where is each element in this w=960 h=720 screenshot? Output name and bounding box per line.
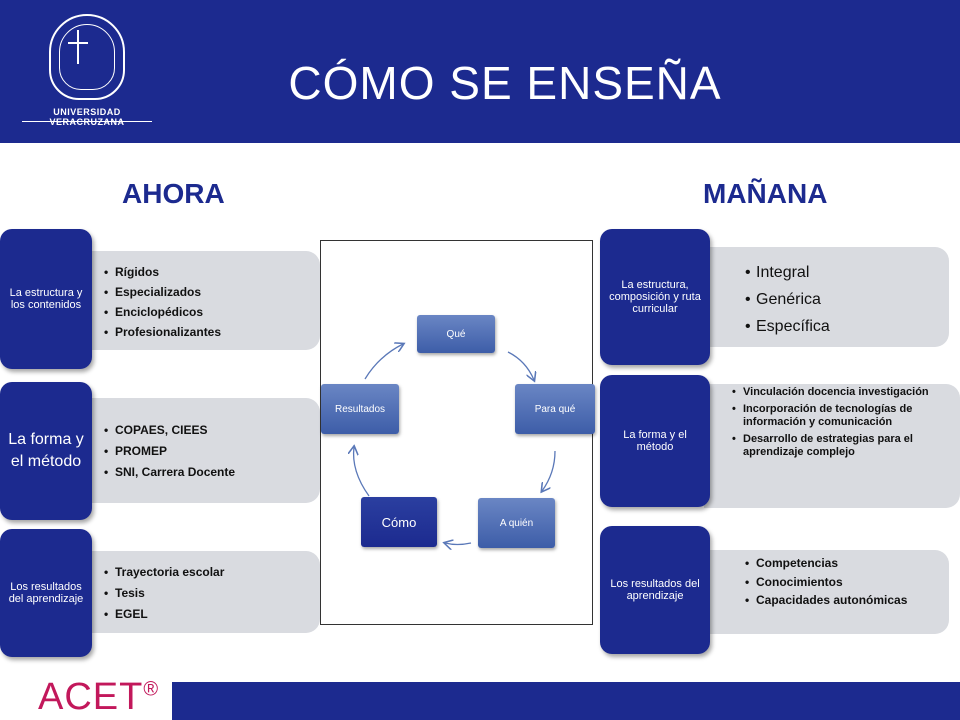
list-item: Vinculación docencia investigación: [732, 386, 932, 399]
right-list-3: Competencias Conocimientos Capacidades a…: [745, 554, 935, 608]
arrow-como-resultados: [354, 447, 370, 497]
list-item: SNI, Carrera Docente: [104, 462, 235, 483]
left-list-1: Rígidos Especializados Enciclopédicos Pr…: [104, 262, 221, 342]
registered-mark: ®: [143, 678, 160, 701]
list-item: Enciclopédicos: [104, 302, 221, 322]
list-item: Específica: [745, 313, 830, 340]
left-tab-3: Los resultados del aprendizaje: [0, 529, 92, 657]
arrow-aquien-como: [445, 543, 472, 545]
right-list-1: Integral Genérica Específica: [745, 259, 830, 340]
left-tab-2: La forma y el método: [0, 382, 92, 520]
list-item: Capacidades autonómicas: [745, 592, 935, 608]
list-item: PROMEP: [104, 441, 235, 462]
right-tab-2: La forma y el método: [600, 375, 710, 507]
university-logo: UNIVERSIDAD VERACRUZANA: [22, 14, 152, 127]
right-tab-3: Los resultados del aprendizaje: [600, 526, 710, 654]
left-list-3: Trayectoria escolar Tesis EGEL: [104, 562, 224, 625]
cycle-node-que: Qué: [417, 315, 495, 353]
cycle-node-a-quien: A quién: [478, 498, 555, 548]
list-item: COPAES, CIEES: [104, 420, 235, 441]
logo-text: UNIVERSIDAD VERACRUZANA: [49, 107, 125, 127]
header-bar: UNIVERSIDAD VERACRUZANA CÓMO SE ENSEÑA: [0, 0, 960, 143]
column-heading-ahora: AHORA: [122, 178, 225, 209]
list-item: Integral: [745, 259, 830, 286]
list-item: Conocimientos: [745, 573, 935, 592]
list-item: Profesionalizantes: [104, 322, 221, 342]
list-item: Trayectoria escolar: [104, 562, 224, 583]
list-item: Rígidos: [104, 262, 221, 282]
arrow-paraque-aquien: [542, 450, 556, 491]
list-item: EGEL: [104, 604, 224, 625]
list-item: Incorporación de tecnologías de informac…: [732, 403, 932, 429]
arrow-que-paraque: [507, 351, 534, 380]
list-item: Genérica: [745, 286, 830, 313]
cycle-arrows: [321, 241, 556, 626]
right-list-2: Vinculación docencia investigación Incor…: [732, 386, 932, 459]
page-title: CÓMO SE ENSEÑA: [288, 57, 722, 109]
list-item: Tesis: [104, 583, 224, 604]
cycle-node-resultados: Resultados: [321, 384, 399, 434]
list-item: Especializados: [104, 282, 221, 302]
right-tab-1: La estructura, composición y ruta curric…: [600, 229, 710, 365]
cycle-node-como: Cómo: [361, 497, 437, 547]
acet-logo: ACET®: [38, 676, 159, 719]
left-list-2: COPAES, CIEES PROMEP SNI, Carrera Docent…: [104, 420, 235, 483]
footer-bar: [172, 682, 960, 720]
cycle-diagram: Qué Para qué A quién Cómo Resultados: [320, 240, 595, 626]
seal-icon: [49, 14, 125, 100]
arrow-resultados-que: [364, 344, 403, 380]
cycle-node-para-que: Para qué: [515, 384, 595, 434]
column-heading-manana: MAÑANA: [703, 178, 828, 209]
list-item: Desarrollo de estrategias para el aprend…: [732, 433, 932, 459]
left-tab-1: La estructura y los contenidos: [0, 229, 92, 369]
list-item: Competencias: [745, 554, 935, 573]
acet-logo-text: ACET: [38, 676, 144, 718]
